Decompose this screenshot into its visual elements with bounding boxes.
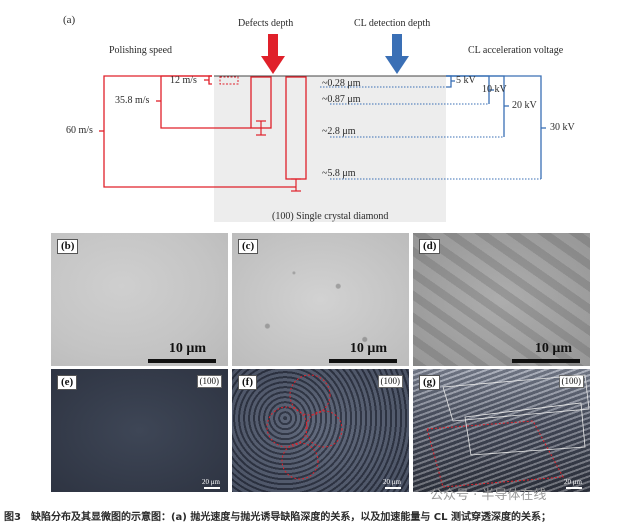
scale-bar-c bbox=[329, 359, 397, 363]
speed-brackets bbox=[99, 75, 296, 188]
depth-58: ~5.8 μm bbox=[322, 168, 356, 179]
scale-bar-b bbox=[148, 359, 216, 363]
depth-087: ~0.87 μm bbox=[322, 94, 361, 105]
defects-arrow bbox=[261, 34, 285, 74]
micrograph-c: (c) 10 μm bbox=[232, 233, 409, 366]
defect-outline-g bbox=[426, 374, 590, 488]
watermark: 公众号 · 半导体在线 bbox=[430, 488, 547, 503]
speed-60: 60 m/s bbox=[66, 125, 93, 136]
panel-a-label: (a) bbox=[63, 14, 76, 26]
scale-bar-g bbox=[566, 487, 582, 489]
panel-e-label: (e) bbox=[57, 375, 78, 390]
cl-arrow bbox=[385, 34, 409, 74]
voltage-brackets bbox=[446, 75, 546, 179]
panel-d-label: (d) bbox=[419, 239, 441, 254]
scale-label-g: 20 μm bbox=[564, 478, 582, 486]
scale-bar-d bbox=[512, 359, 580, 363]
scale-bar-f bbox=[385, 487, 401, 489]
voltage-30kv: 30 kV bbox=[550, 122, 575, 133]
voltage-20kv: 20 kV bbox=[512, 100, 537, 111]
figure-caption: 图3 缺陷分布及其显微图的示意图：(a) 抛光速度与抛光诱导缺陷深度的关系，以及… bbox=[4, 512, 552, 523]
orient-e: (100) bbox=[196, 375, 222, 388]
voltage-5kv: 5 kV bbox=[456, 75, 476, 86]
speed-35: 35.8 m/s bbox=[115, 95, 150, 106]
polishing-speed-title: Polishing speed bbox=[109, 45, 173, 56]
scale-bar-e bbox=[204, 487, 220, 489]
defects-depth-title: Defects depth bbox=[238, 18, 294, 29]
depth-28: ~2.8 μm bbox=[322, 126, 356, 137]
substrate-block bbox=[214, 76, 446, 222]
scale-label-f: 20 μm bbox=[383, 478, 401, 486]
cl-depth-lines bbox=[320, 86, 541, 180]
schematic-lines bbox=[99, 34, 546, 192]
panel-f-label: (f) bbox=[238, 375, 257, 390]
defect-region-12 bbox=[219, 76, 239, 85]
orient-g: (100) bbox=[558, 375, 584, 388]
micrograph-d: (d) 10 μm bbox=[413, 233, 590, 366]
scale-label-c: 10 μm bbox=[349, 341, 387, 356]
defect-region-60 bbox=[285, 76, 307, 192]
micrograph-b: (b) 10 μm bbox=[51, 233, 228, 366]
cl-voltage-title: CL acceleration voltage bbox=[468, 45, 564, 56]
depth-028: ~0.28 μm bbox=[322, 78, 361, 89]
panel-c-label: (c) bbox=[238, 239, 259, 254]
panel-g-label: (g) bbox=[419, 375, 440, 390]
orient-f: (100) bbox=[377, 375, 403, 388]
substrate-label: (100) Single crystal diamond bbox=[272, 211, 389, 222]
micrograph-f: (f) (100) 20 μm bbox=[232, 369, 409, 492]
micrograph-g: (g) (100) 20 μm bbox=[413, 369, 590, 492]
scale-label-e: 20 μm bbox=[202, 478, 220, 486]
defect-outline-f bbox=[266, 374, 343, 480]
scale-label-d: 10 μm bbox=[534, 341, 572, 356]
panel-b-label: (b) bbox=[57, 239, 79, 254]
defect-region-35 bbox=[250, 76, 272, 136]
micrograph-e: (e) (100) 20 μm bbox=[51, 369, 228, 492]
speed-12: 12 m/s bbox=[170, 75, 197, 86]
cl-depth-title: CL detection depth bbox=[354, 18, 431, 29]
scale-label-b: 10 μm bbox=[168, 341, 206, 356]
voltage-10kv: 10 kV bbox=[482, 84, 507, 95]
